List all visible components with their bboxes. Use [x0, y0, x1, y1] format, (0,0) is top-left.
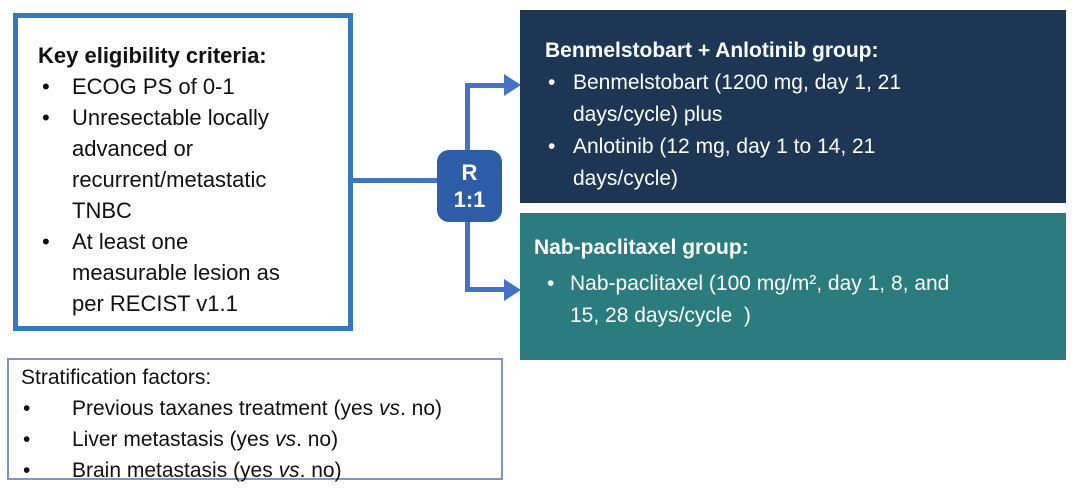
list-item: Previous taxanes treatment (yes vs. no)	[21, 393, 495, 424]
list-item: Liver metastasis (yes vs. no)	[21, 424, 495, 455]
arrow-right-icon	[504, 74, 521, 96]
list-item: Anlotinib (12 mg, day 1 to 14, 21days/cy…	[545, 131, 1046, 195]
arrow-right-icon	[504, 279, 521, 301]
arm-b-title: Nab-paclitaxel group:	[534, 236, 749, 259]
list-item: Nab-paclitaxel (100 mg/m², day 1, 8, and…	[534, 268, 1046, 332]
randomization-label-r: R	[461, 160, 478, 185]
arm-a-list: Benmelstobart (1200 mg, day 1, 21days/cy…	[545, 67, 1046, 195]
list-item: Brain metastasis (yes vs. no)	[21, 455, 495, 486]
stratification-box: Stratification factors: Previous taxanes…	[7, 358, 503, 486]
randomization-label-ratio: 1:1	[453, 187, 486, 212]
arm-b-list: Nab-paclitaxel (100 mg/m², day 1, 8, and…	[534, 268, 1046, 332]
connector-eligibility-to-randomization	[353, 178, 438, 183]
arm-a-box: Benmelstobart + Anlotinib group: Benmels…	[520, 10, 1066, 203]
connector-to-arm-b	[465, 287, 505, 292]
randomization-node: R 1:1	[437, 150, 502, 222]
stratification-list: Previous taxanes treatment (yes vs. no)L…	[21, 393, 495, 486]
arm-a-title: Benmelstobart + Anlotinib group:	[545, 39, 879, 62]
stratification-title: Stratification factors:	[21, 366, 212, 389]
list-item: ECOG PS of 0-1	[38, 71, 340, 102]
connector-randomization-up	[465, 83, 470, 150]
eligibility-box: Key eligibility criteria: ECOG PS of 0-1…	[13, 13, 353, 331]
list-item: Benmelstobart (1200 mg, day 1, 21days/cy…	[545, 67, 1046, 131]
arm-b-box: Nab-paclitaxel group: Nab-paclitaxel (10…	[520, 213, 1066, 360]
eligibility-title: Key eligibility criteria:	[38, 43, 267, 68]
connector-randomization-down	[465, 222, 470, 292]
connector-to-arm-a	[465, 83, 505, 88]
eligibility-list: ECOG PS of 0-1Unresectable locallyadvanc…	[38, 71, 340, 319]
